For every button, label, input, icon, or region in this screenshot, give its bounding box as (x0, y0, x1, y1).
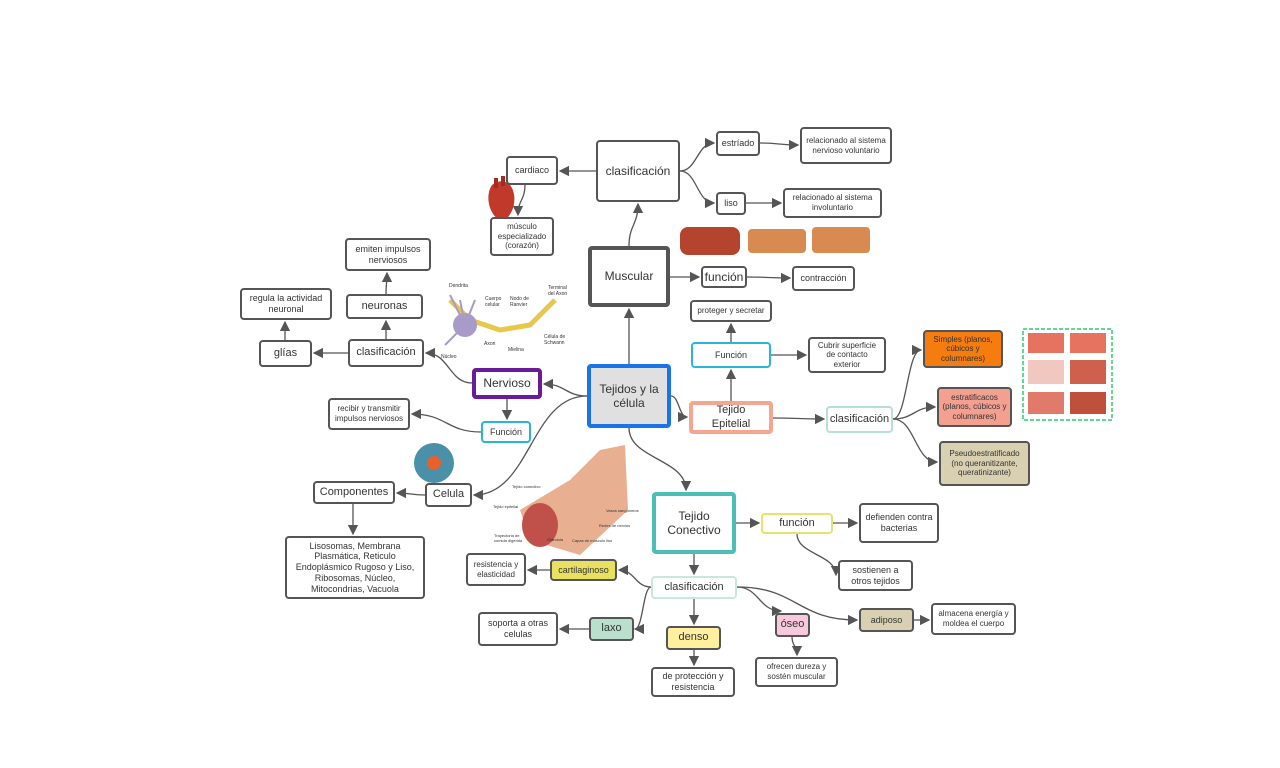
neuron-image (444, 294, 557, 346)
cell-image (414, 443, 454, 483)
connector-arrow (617, 564, 652, 588)
connector-arrow (472, 395, 588, 501)
neuron-label: Dendrita (449, 283, 468, 289)
node-almacena[interactable]: almacena energía y moldea el cuerpo (931, 603, 1016, 635)
node-epitelial-funcion[interactable]: Función (691, 342, 771, 368)
node-regula[interactable]: regula la actividad neuronal (240, 288, 332, 320)
node-denso[interactable]: denso (666, 626, 721, 650)
connector-arrow (424, 347, 473, 384)
connector-arrow (736, 586, 859, 626)
node-laxo[interactable]: laxo (589, 617, 634, 641)
node-cardiaco[interactable]: cardiaco (506, 156, 558, 185)
node-conectivo[interactable]: Tejido Conectivo (652, 492, 736, 554)
node-liso[interactable]: liso (716, 192, 746, 215)
node-contraccion[interactable]: contracción (792, 266, 855, 291)
connector-arrow (746, 272, 792, 284)
node-oseo[interactable]: óseo (775, 613, 810, 637)
heart-image (488, 176, 515, 222)
neuron-label: Terminal del Axon (548, 285, 568, 297)
connector-arrow (736, 586, 783, 617)
node-estratificados[interactable]: estratificacos (planos, cúbicos y column… (937, 387, 1012, 427)
node-pseudoestratificado[interactable]: Pseudoestratificado (no queranitizante, … (939, 441, 1030, 486)
connector-arrow (892, 344, 923, 420)
node-muscular-funcion[interactable]: función (701, 266, 747, 288)
connector-arrow (772, 413, 826, 425)
node-defienden[interactable]: defienden contra bacterias (859, 503, 939, 543)
node-glias[interactable]: glías (259, 340, 312, 367)
intestine-label: Glándula (547, 537, 564, 542)
node-sostienen[interactable]: sostienen a otros tejidos (838, 560, 913, 591)
node-celula[interactable]: Celula (425, 483, 472, 507)
node-nervioso-clasificacion[interactable]: clasificación (348, 339, 424, 367)
neuron-label: Cuerpo celular (485, 296, 502, 308)
connector-arrow (791, 636, 803, 657)
connector-arrow (892, 401, 937, 420)
node-epitelial[interactable]: Tejido Epitelial (689, 401, 773, 434)
connector-arrow (628, 202, 644, 247)
intestine-label: Trayectoria de comida digerida (494, 533, 523, 543)
connector-arrow (679, 137, 716, 172)
intestine-label: Redes de nervios (599, 523, 631, 528)
muscle-fiber-images (680, 227, 870, 255)
node-resistencia[interactable]: resistencia y elasticidad (466, 553, 526, 586)
node-proteger[interactable]: proteger y secretar (690, 300, 772, 322)
connector-arrow (759, 139, 800, 151)
node-muscular[interactable]: Muscular (588, 246, 670, 307)
node-neuronas[interactable]: neuronas (346, 294, 423, 319)
intestine-label: Tejido conectivo (512, 484, 541, 489)
connector-arrow (542, 378, 588, 397)
connector-arrow (633, 586, 652, 635)
node-rel-voluntario[interactable]: relacionado al sistema nervioso voluntar… (800, 127, 892, 164)
node-simples[interactable]: Simples (planos, cúbicos y columnares) (923, 330, 1003, 368)
connector-arrow (628, 427, 692, 492)
neuron-label: Célula de Schwann (544, 334, 566, 346)
node-emiten[interactable]: emiten impulsos nerviosos (345, 238, 431, 271)
node-conectivo-clasificacion[interactable]: clasificación (651, 576, 737, 599)
node-conectivo-funcion[interactable]: función (761, 513, 833, 534)
intestine-label: Capas de músculo liso (572, 538, 613, 543)
node-cartilaginoso[interactable]: cartilaginoso (550, 559, 617, 581)
connector-arrow (892, 418, 939, 468)
connector-arrow (679, 170, 716, 209)
node-cubrir[interactable]: Cubrir superficie de contacto exterior (808, 337, 886, 373)
connector-arrow (410, 408, 482, 433)
node-recibir[interactable]: recibir y transmitir impulsos nerviosos (328, 398, 410, 430)
node-nervioso[interactable]: Nervioso (472, 368, 542, 399)
node-adiposo[interactable]: adiposo (859, 608, 914, 632)
neuron-label: Núcleo (441, 354, 457, 360)
neuron-label: Axon (484, 341, 496, 347)
node-central[interactable]: Tejidos y la célula (587, 364, 671, 428)
node-muscular-clasificacion[interactable]: clasificación (596, 140, 680, 202)
node-proteccion[interactable]: de protección y resistencia (651, 667, 735, 697)
connector-arrow (395, 487, 426, 499)
node-ofrecen[interactable]: ofrecen dureza y sostén muscular (755, 657, 838, 687)
node-componentes[interactable]: Componentes (313, 481, 395, 504)
node-epitelial-clasificacion[interactable]: clasificación (826, 406, 893, 433)
neuron-label: Nodo de Ranvier (510, 296, 529, 308)
node-soporta[interactable]: soporta a otras celulas (478, 612, 558, 646)
neuron-label: Mielina (508, 347, 524, 353)
intestine-image (520, 445, 628, 555)
connector-arrow (670, 395, 689, 423)
node-nervioso-funcion[interactable]: Función (481, 421, 531, 443)
node-lisosomas[interactable]: Lisosomas, Membrana Plasmática, Reticulo… (285, 536, 425, 599)
connector-arrow (512, 184, 526, 217)
node-musculo-especializado[interactable]: músculo especializado (corazón) (490, 217, 554, 256)
epithelium-images (1022, 328, 1113, 421)
intestine-label: Vasos sanguíneos (606, 508, 639, 513)
connector-arrow (381, 271, 393, 295)
connector-arrow (796, 533, 842, 577)
intestine-label: Tejido epitelial (493, 504, 519, 509)
node-estriado[interactable]: estríado (716, 131, 760, 156)
node-rel-involuntario[interactable]: relacionado al sistema involuntario (783, 188, 882, 218)
